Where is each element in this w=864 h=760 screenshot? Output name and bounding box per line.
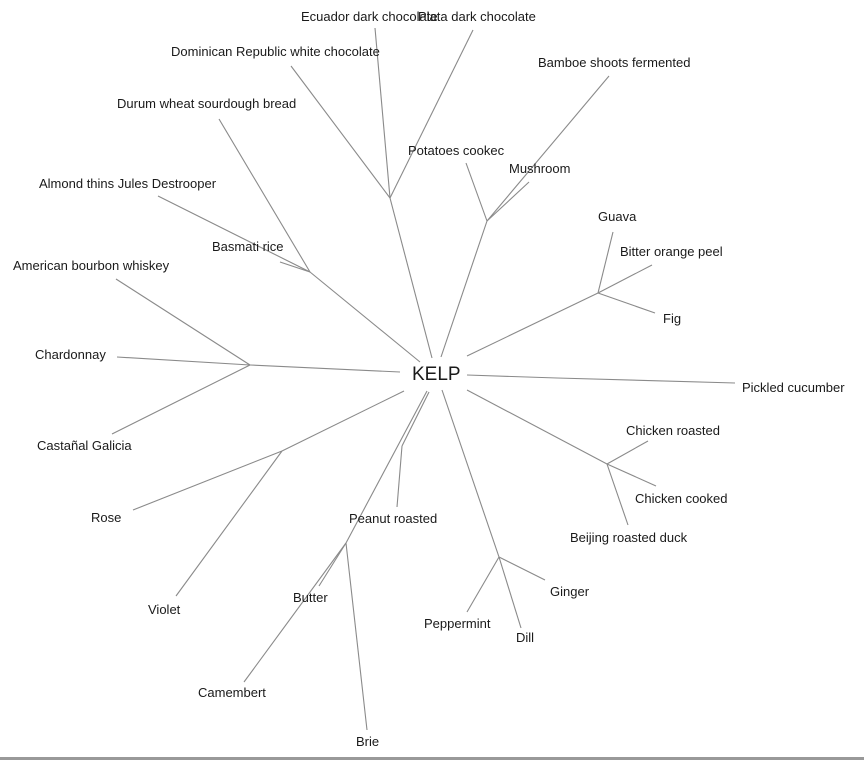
node-label: Potatoes cookec (408, 143, 505, 158)
node-label: Chardonnay (35, 347, 106, 362)
node-label: Chicken cooked (635, 491, 728, 506)
trunk-edge (389, 197, 433, 359)
node-label: Guava (598, 209, 637, 224)
root-node-label: KELP (412, 364, 461, 385)
node-label: Fig (663, 311, 681, 326)
node-label: Castañal Galicia (37, 438, 132, 453)
trunk-edge (345, 390, 428, 544)
leaf-edge (486, 75, 610, 222)
leaf-edge (597, 264, 653, 294)
leaf-edge (218, 118, 311, 273)
leaf-edge (498, 556, 522, 629)
bottom-border (0, 757, 864, 760)
leaf-edge (466, 556, 500, 613)
leaf-edge (279, 261, 311, 273)
leaf-edge (396, 445, 403, 508)
leaf-edge (606, 440, 649, 465)
leaf-edge (498, 556, 546, 581)
leaf-edge (115, 278, 251, 366)
node-label: Durum wheat sourdough bread (117, 96, 296, 111)
leaf-edge (175, 450, 283, 597)
node-label: Dill (516, 630, 534, 645)
trunk-edge (441, 389, 500, 558)
node-label: Camembert (198, 685, 266, 700)
leaf-edge (243, 542, 347, 683)
leaf-edge (556, 377, 736, 384)
node-label: Plata dark chocolate (418, 9, 536, 24)
leaf-edge (374, 27, 391, 199)
leaf-edge (345, 542, 368, 731)
trunk-edge (309, 271, 421, 363)
node-label: American bourbon whiskey (13, 258, 170, 273)
node-label: Peanut roasted (349, 511, 437, 526)
node-label: Chicken roasted (626, 423, 720, 438)
trunk-edge (466, 389, 608, 465)
trunk-edge (466, 292, 599, 357)
node-label: Almond thins Jules Destrooper (39, 176, 217, 191)
node-label: Bamboe shoots fermented (538, 55, 690, 70)
leaf-edge (606, 463, 629, 526)
node-label: Ginger (550, 584, 590, 599)
node-label: Peppermint (424, 616, 491, 631)
leaf-edge (465, 162, 488, 222)
node-label: Basmati rice (212, 239, 284, 254)
node-label: Violet (148, 602, 181, 617)
leaf-edge (597, 231, 614, 294)
node-label: Ecuador dark chocolate (301, 9, 438, 24)
leaf-edge (597, 292, 656, 314)
leaf-edge (389, 29, 474, 199)
leaf-edge (111, 364, 251, 435)
trunk-edge (249, 364, 401, 373)
trunk-edge (440, 220, 488, 358)
leaf-edge (486, 181, 530, 222)
node-label: Brie (356, 734, 379, 749)
leaf-edge (157, 195, 311, 273)
node-label: Rose (91, 510, 121, 525)
node-label: Butter (293, 590, 328, 605)
node-label: Dominican Republic white chocolate (171, 44, 380, 59)
node-label: Bitter orange peel (620, 244, 723, 259)
trunk-edge (401, 391, 430, 447)
node-label: Mushroom (509, 161, 570, 176)
node-label: Pickled cucumber (742, 380, 845, 395)
trunk-edge (281, 390, 405, 452)
leaf-edge (318, 542, 347, 587)
node-label: Beijing roasted duck (570, 530, 688, 545)
leaf-edge (290, 65, 391, 199)
leaf-edge (116, 356, 251, 366)
trunk-edge (466, 374, 558, 379)
leaf-edge (132, 450, 283, 511)
leaf-edge (606, 463, 657, 487)
